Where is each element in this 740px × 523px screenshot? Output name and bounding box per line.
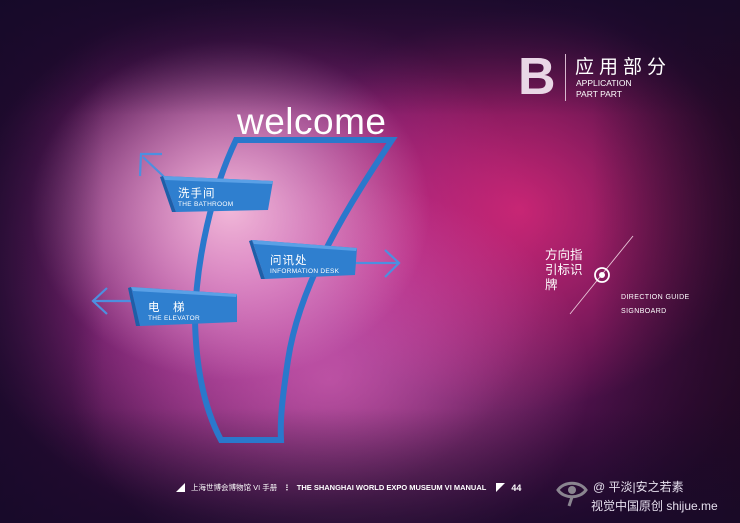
sign-bathroom-label-en: THE BATHROOM: [178, 201, 234, 208]
sign-elevator-label-cn: 电 梯: [148, 302, 186, 314]
section-title-en-line2: PART PART: [576, 89, 622, 99]
arrow-left-icon: [91, 287, 135, 315]
footer-bar: 上海世博会博物馆 VI 手册 ⋮ THE SHANGHAI WORLD EXPO…: [176, 482, 521, 493]
header-divider: [565, 54, 566, 101]
triangle-left-icon: [176, 483, 185, 492]
sign-info-desk-label-en: INFORMATION DESK: [270, 268, 340, 275]
triangle-right-icon: [496, 483, 506, 492]
arrow-right-icon: [355, 249, 401, 278]
sign-elevator-shape: [128, 287, 237, 326]
sign-elevator: 电 梯 THE ELEVATOR: [148, 299, 200, 322]
welcome-heading: welcome: [237, 101, 387, 142]
sign-info-desk: 问讯处 INFORMATION DESK: [270, 252, 339, 275]
direction-guide-title-en-line1: DIRECTION GUIDE: [621, 294, 690, 301]
direction-guide-title-cn: 方向指引标识牌: [545, 248, 583, 292]
footer-manual-en: THE SHANGHAI WORLD EXPO MUSEUM VI MANUAL: [296, 483, 487, 492]
footer-separator: ⋮: [283, 483, 291, 492]
sign-bathroom-shape: [160, 176, 273, 212]
section-title-en-line1: APPLICATION: [576, 78, 632, 88]
target-icon: [594, 267, 610, 283]
sign-info-desk-label-cn: 问讯处: [270, 255, 308, 267]
direction-guide-title-en-line2: SIGNBOARD: [621, 308, 667, 315]
eye-icon: [556, 481, 588, 507]
watermark-site: 视觉中国原创 shijue.me: [591, 499, 718, 513]
direction-guide-title-en: DIRECTION GUIDE SIGNBOARD: [621, 291, 690, 319]
page-number: 44: [511, 482, 522, 493]
sign-bathroom: 洗手间 THE BATHROOM: [178, 185, 233, 208]
sign-elevator-label-en: THE ELEVATOR: [148, 315, 201, 322]
footer-manual-cn: 上海世博会博物馆 VI 手册: [191, 483, 278, 492]
sign-info-desk-shape: [249, 240, 357, 279]
watermark-author: @ 平淡|安之若素: [593, 480, 684, 494]
section-letter: B: [518, 48, 556, 106]
numeral-seven-outline: [191, 137, 398, 443]
section-title-cn: 应用部分: [575, 57, 672, 78]
sign-bathroom-label-cn: 洗手间: [178, 188, 216, 200]
